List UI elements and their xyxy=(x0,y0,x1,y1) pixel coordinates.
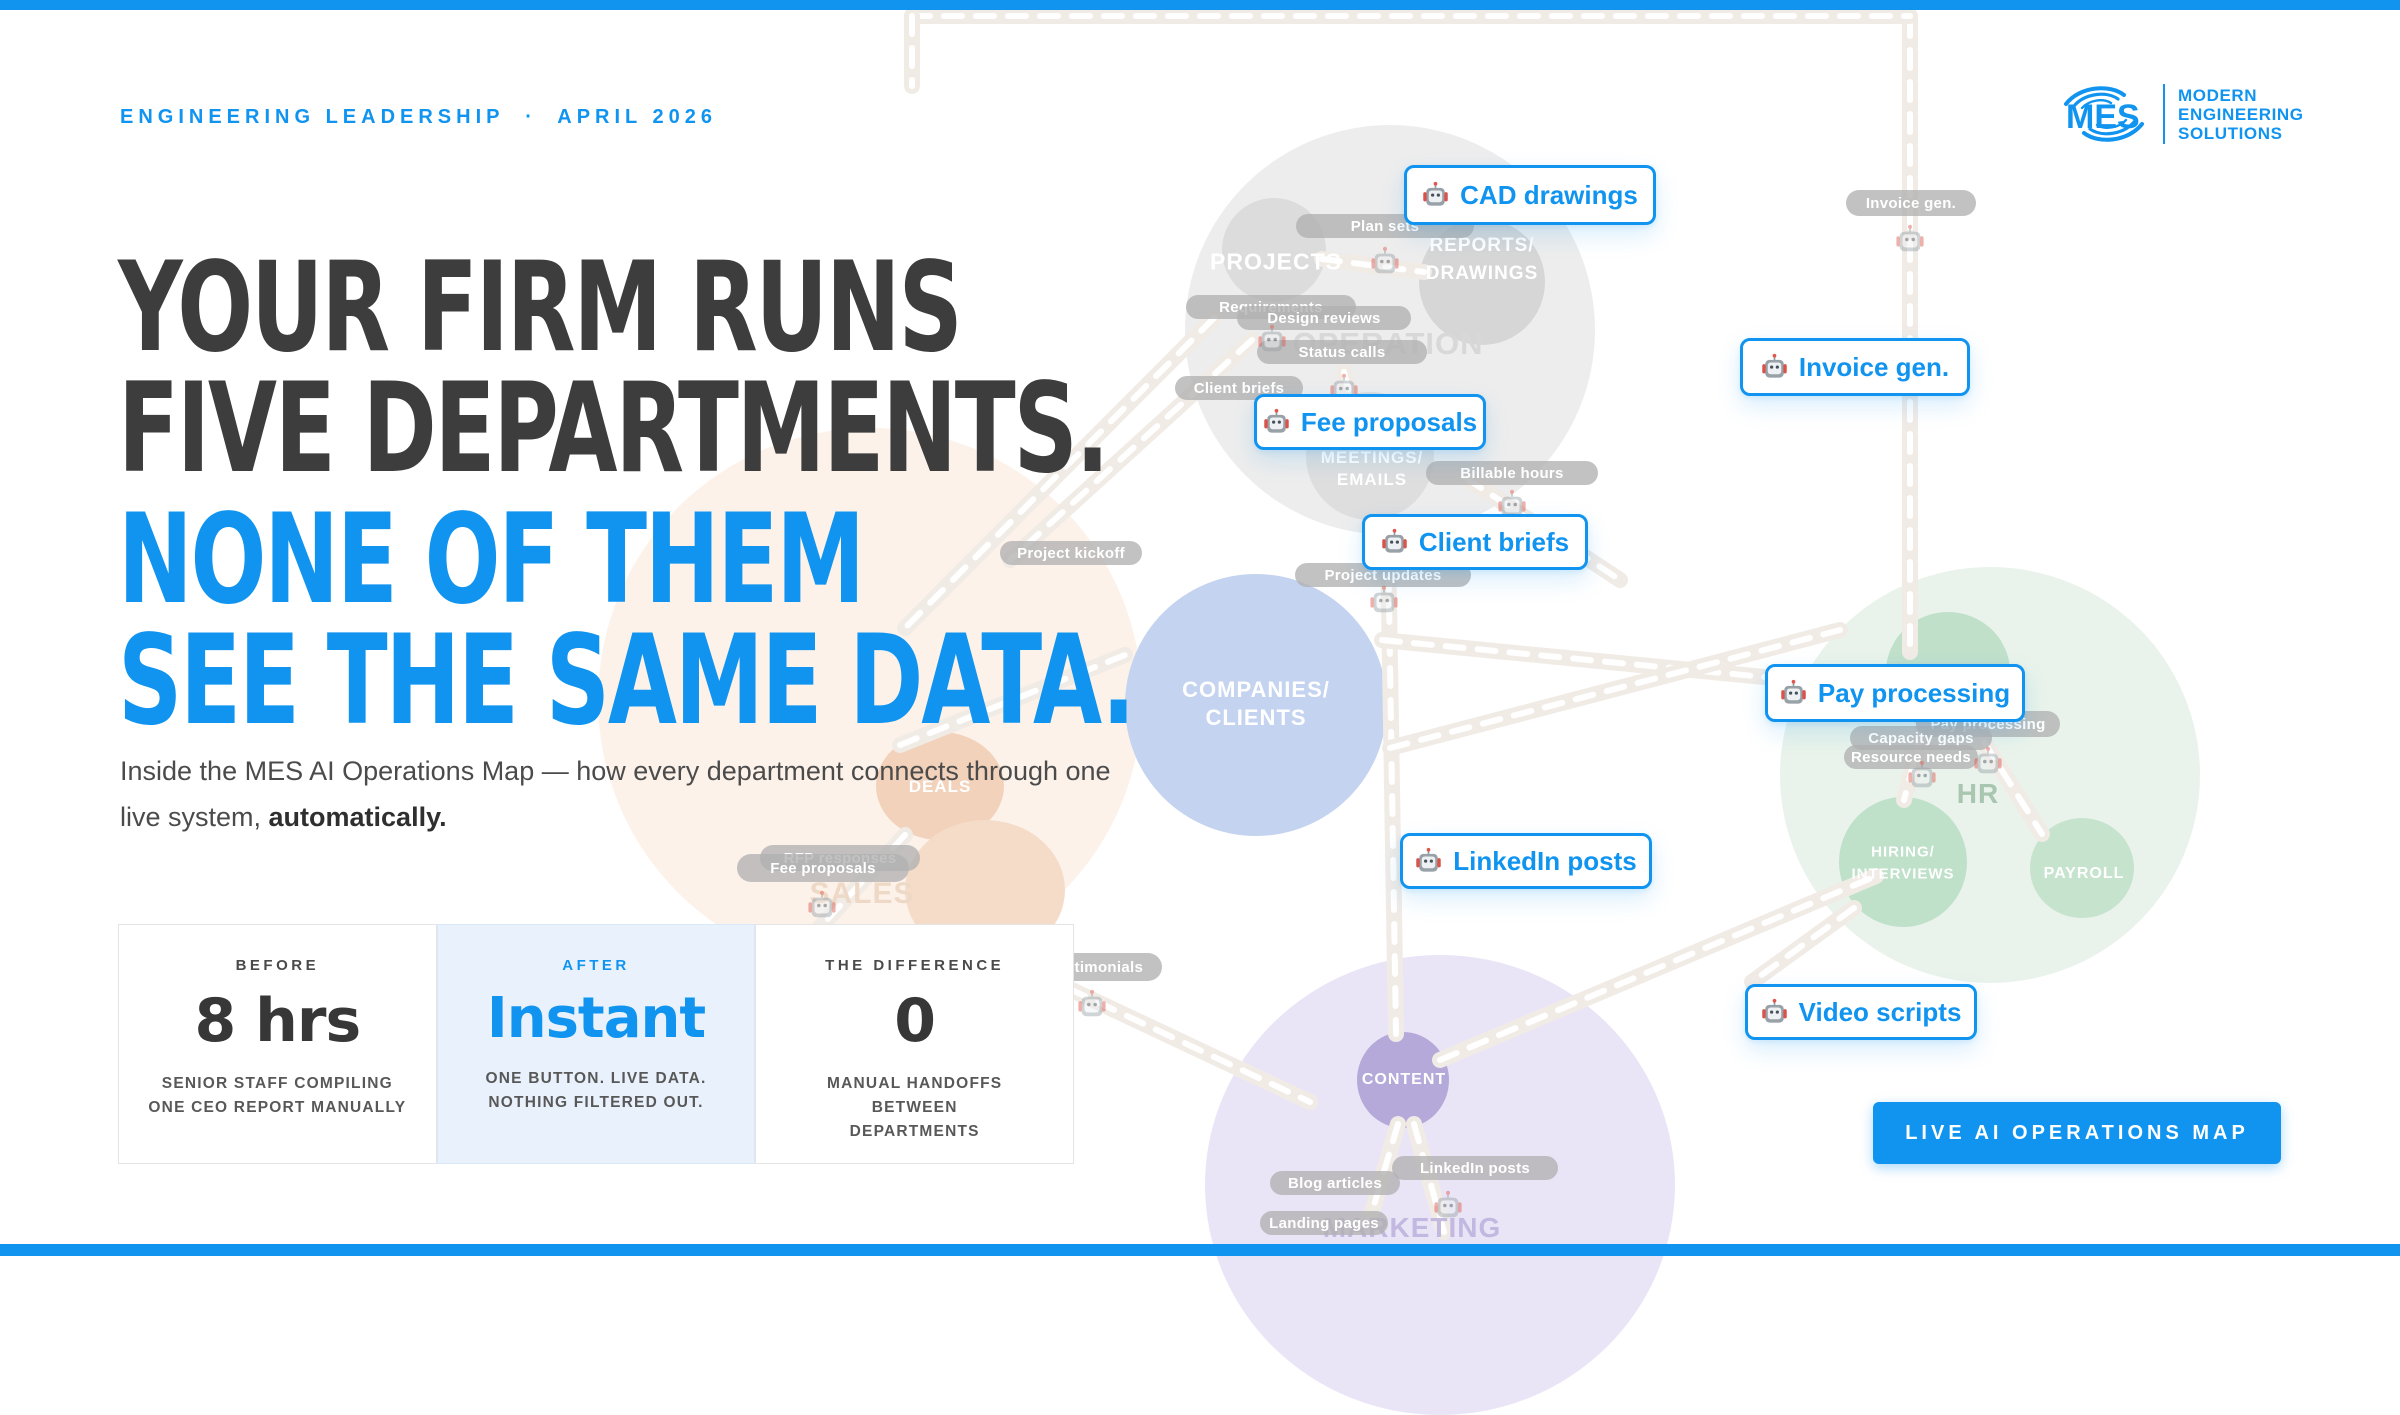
ghost-label-hiring: HIRING/ xyxy=(1871,843,1935,861)
ghost-label-companies: COMPANIES/ xyxy=(1182,677,1330,702)
callout-fee-proposals[interactable]: Fee proposals xyxy=(1254,394,1486,450)
ghost-robot-icon xyxy=(1257,324,1287,356)
headline: YOUR FIRM RUNS FIVE DEPARTMENTS. NONE OF… xyxy=(118,236,1528,753)
ghost-chip-status-calls: Status calls xyxy=(1257,340,1427,364)
callout-client-briefs[interactable]: Client briefs xyxy=(1362,514,1588,570)
ghost-circle-content xyxy=(1357,1032,1449,1128)
ghost-label-payroll: PAYROLL xyxy=(2043,865,2125,882)
stat-label: AFTER xyxy=(562,957,630,974)
ghost-circle-reports-drawings xyxy=(1419,219,1545,345)
robot-icon xyxy=(1761,998,1788,1027)
ghost-label-interviews: INTERVIEWS xyxy=(1851,865,1955,883)
stat-desc-line: SENIOR STAFF COMPILING xyxy=(161,1075,393,1092)
mes-logo-mark: MES xyxy=(2064,86,2144,142)
ghost-robot-icon xyxy=(807,890,837,922)
robot-icon xyxy=(1381,528,1408,557)
live-map-button[interactable]: LIVE AI OPERATIONS MAP xyxy=(1873,1102,2281,1164)
robot-icon xyxy=(1422,181,1449,210)
callout-label: Video scripts xyxy=(1798,996,1962,1027)
stat-desc-line: BETWEEN xyxy=(871,1099,958,1116)
ghost-chip-billable-hours: Billable hours xyxy=(1426,461,1598,485)
ghost-chip-project-kickoff: Project kickoff xyxy=(1000,541,1142,565)
robot-icon xyxy=(1263,408,1290,437)
ghost-chip-landing-pages: Landing pages xyxy=(1260,1211,1388,1235)
ghost-label-sales: SALES xyxy=(809,877,915,910)
stat-description: MANUAL HANDOFFS BETWEEN DEPARTMENTS xyxy=(756,1072,1073,1144)
subheadline-text: Inside the MES AI Operations Map — how e… xyxy=(120,756,1111,832)
ghost-chip-linkedin-posts: LinkedIn posts xyxy=(1392,1156,1558,1180)
ghost-label-reports: REPORTS/ xyxy=(1429,235,1535,256)
logo-line: MODERN xyxy=(2178,85,2258,105)
callout-label: Client briefs xyxy=(1418,526,1570,557)
ghost-chip-design-reviews: Design reviews xyxy=(1237,306,1411,330)
stat-desc-line: ONE BUTTON. LIVE DATA. xyxy=(485,1070,707,1087)
stat-card-after: AFTER Instant ONE BUTTON. LIVE DATA. NOT… xyxy=(436,924,756,1164)
logo-line: ENGINEERING xyxy=(2178,104,2304,124)
stat-value: 0 xyxy=(894,986,936,1056)
ghost-label-hr: HR xyxy=(1956,778,2000,809)
stats-row: BEFORE 8 hrs SENIOR STAFF COMPILING ONE … xyxy=(118,924,1075,1164)
callout-cad-drawings[interactable]: CAD drawings xyxy=(1404,165,1656,225)
headline-line-3: NONE OF THEM xyxy=(118,488,865,632)
subheadline-bold: automatically. xyxy=(268,802,447,832)
stat-desc-line: ONE CEO REPORT MANUALLY xyxy=(148,1099,407,1116)
stat-description: SENIOR STAFF COMPILING ONE CEO REPORT MA… xyxy=(119,1072,436,1120)
callout-label: CAD drawings xyxy=(1460,179,1638,210)
ghost-robot-icon xyxy=(1433,1190,1463,1222)
ghost-robot-icon xyxy=(1369,585,1399,617)
eyebrow: ENGINEERING LEADERSHIP · APRIL 2026 xyxy=(120,106,717,128)
stat-value: Instant xyxy=(486,986,706,1051)
ghost-robot-icon xyxy=(1907,760,1937,792)
callout-label: Pay processing xyxy=(1817,677,2011,708)
logo-abbr: MES xyxy=(2066,98,2140,136)
callout-label: Fee proposals xyxy=(1300,406,1478,437)
ghost-label-drawings: DRAWINGS xyxy=(1425,263,1539,284)
robot-icon xyxy=(1780,679,1807,708)
ghost-label-content: CONTENT xyxy=(1361,1071,1447,1088)
stat-desc-line: NOTHING FILTERED OUT. xyxy=(488,1094,704,1111)
stat-label: BEFORE xyxy=(235,957,320,974)
ghost-robot-icon xyxy=(1973,746,2003,778)
ghost-robot-icon xyxy=(1895,224,1925,256)
ghost-label-deals: DEALS xyxy=(908,777,972,796)
logo-divider xyxy=(2163,84,2165,144)
ghost-label-projects: PROJECTS xyxy=(1210,248,1342,275)
robot-icon xyxy=(1761,353,1788,382)
stat-desc-line: DEPARTMENTS xyxy=(849,1123,980,1140)
ghost-circle-companies-clients xyxy=(1125,574,1387,836)
top-border-bar xyxy=(0,0,2400,10)
ghost-chip-blog-articles: Blog articles xyxy=(1270,1171,1400,1195)
headline-line-4: SEE THE SAME DATA. xyxy=(118,609,1136,753)
subheadline: Inside the MES AI Operations Map — how e… xyxy=(120,748,1130,840)
ghost-chip-fee-proposals: Fee proposals xyxy=(737,854,909,882)
logo-line: SOLUTIONS xyxy=(2178,123,2283,143)
stat-card-before: BEFORE 8 hrs SENIOR STAFF COMPILING ONE … xyxy=(118,924,437,1164)
ghost-label-clients: CLIENTS xyxy=(1205,705,1307,730)
stat-value: 8 hrs xyxy=(194,986,362,1056)
robot-icon xyxy=(1415,847,1442,876)
callout-label: Invoice gen. xyxy=(1798,351,1950,382)
stat-card-difference: THE DIFFERENCE 0 MANUAL HANDOFFS BETWEEN… xyxy=(755,924,1075,1164)
bottom-border-bar xyxy=(0,1244,2400,1256)
callout-linkedin-posts[interactable]: LinkedIn posts xyxy=(1400,833,1652,889)
stat-desc-line: MANUAL HANDOFFS xyxy=(827,1075,1003,1092)
ghost-robot-icon xyxy=(1077,989,1107,1021)
stat-label: THE DIFFERENCE xyxy=(825,957,1005,974)
stat-description: ONE BUTTON. LIVE DATA. NOTHING FILTERED … xyxy=(438,1067,755,1115)
logo: MES MODERN ENGINEERING SOLUTIONS xyxy=(2058,82,2304,146)
ghost-chip-resource-needs: Resource needs xyxy=(1844,745,1978,769)
logo-wordmark: MODERN ENGINEERING SOLUTIONS xyxy=(2178,86,2304,143)
callout-invoice-gen[interactable]: Invoice gen. xyxy=(1740,338,1970,396)
ghost-robot-icon xyxy=(1497,489,1527,521)
ghost-robot-icon xyxy=(1370,246,1400,278)
ghost-label-meetings: MEETINGS/ xyxy=(1320,448,1424,467)
headline-line-1: YOUR FIRM RUNS xyxy=(118,236,963,380)
callout-label: LinkedIn posts xyxy=(1453,845,1637,876)
ghost-label-emails: EMAILS xyxy=(1336,470,1408,489)
ghost-chip-invoice-gen: Invoice gen. xyxy=(1846,190,1976,216)
headline-line-2: FIVE DEPARTMENTS. xyxy=(118,357,1110,501)
callout-video-scripts[interactable]: Video scripts xyxy=(1745,984,1977,1040)
callout-pay-processing[interactable]: Pay processing xyxy=(1765,664,2025,722)
